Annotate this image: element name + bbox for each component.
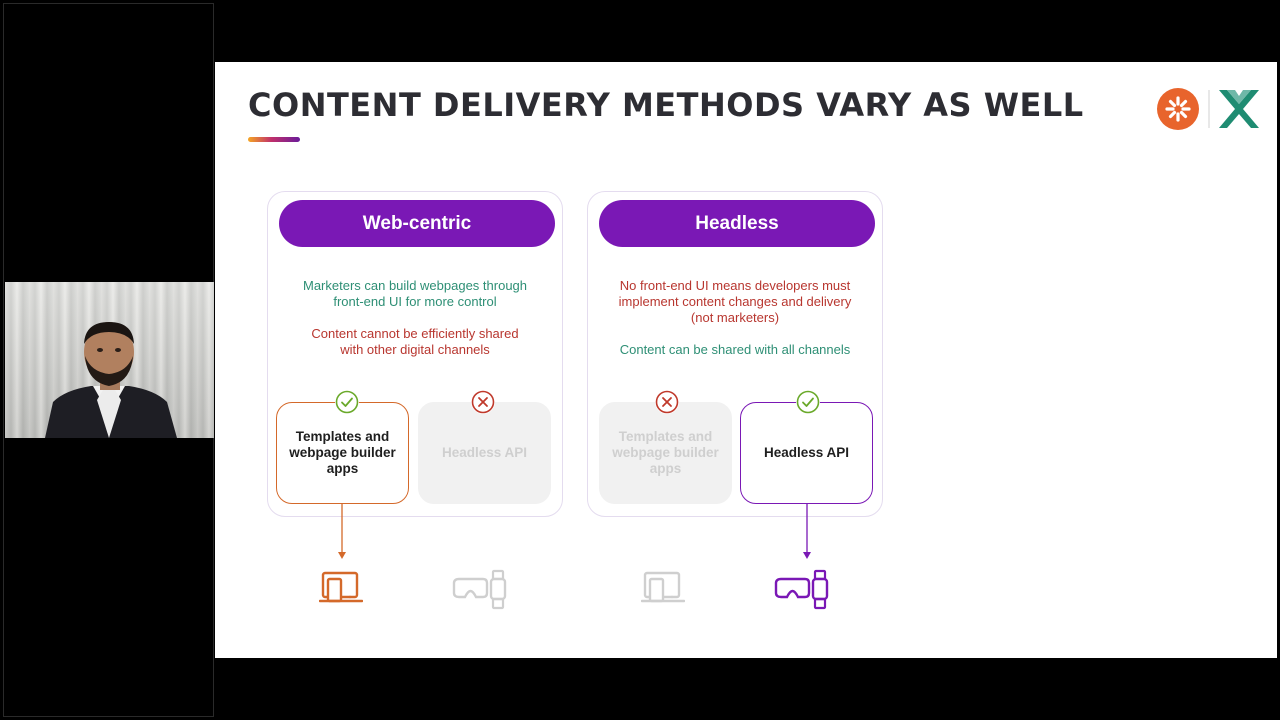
headless-api-option-disabled: Headless API <box>418 402 551 504</box>
participant-avatar <box>45 322 177 438</box>
vr-headset-smartwatch-icon-disabled <box>452 569 507 610</box>
x-circle-icon <box>655 390 679 414</box>
sunburst-logo-icon <box>1157 88 1199 130</box>
check-circle-icon <box>335 390 359 414</box>
vr-headset-smartwatch-icon <box>774 569 829 610</box>
x-circle-icon <box>471 390 495 414</box>
headless-delivery-arrow-icon <box>803 503 811 559</box>
web-centric-con-text: Content cannot be efficiently shared wit… <box>311 326 519 357</box>
headless-api-option: Headless API <box>740 402 873 504</box>
slide-title: CONTENT DELIVERY METHODS VARY AS WELL <box>248 86 1084 124</box>
templates-builder-option-disabled: Templates and webpage builder apps <box>599 402 732 504</box>
headless-heading: Headless <box>599 200 875 247</box>
templates-builder-option: Templates and webpage builder apps <box>276 402 409 504</box>
headless-con-text: No front-end UI means developers must im… <box>618 278 852 325</box>
web-centric-panel: Web-centric Marketers can build webpages… <box>267 191 563 517</box>
cross-mark-logo-icon <box>1219 90 1259 128</box>
participant-camera-feed <box>5 282 214 438</box>
presentation-slide: CONTENT DELIVERY METHODS VARY AS WELL We… <box>215 62 1277 658</box>
headless-pro-text: Content can be shared with all channels <box>619 342 851 357</box>
web-centric-pro-text: Marketers can build webpages through fro… <box>302 278 528 309</box>
laptop-tablet-icon-disabled <box>641 571 685 603</box>
web-delivery-arrow-icon <box>338 503 346 559</box>
laptop-tablet-icon <box>319 571 363 603</box>
brand-logos <box>1157 88 1259 130</box>
check-circle-icon <box>796 390 820 414</box>
web-centric-heading: Web-centric <box>279 200 555 247</box>
participant-video-tile[interactable] <box>3 3 214 717</box>
title-accent-underline <box>248 137 300 142</box>
headless-panel: Headless No front-end UI means developer… <box>587 191 883 517</box>
